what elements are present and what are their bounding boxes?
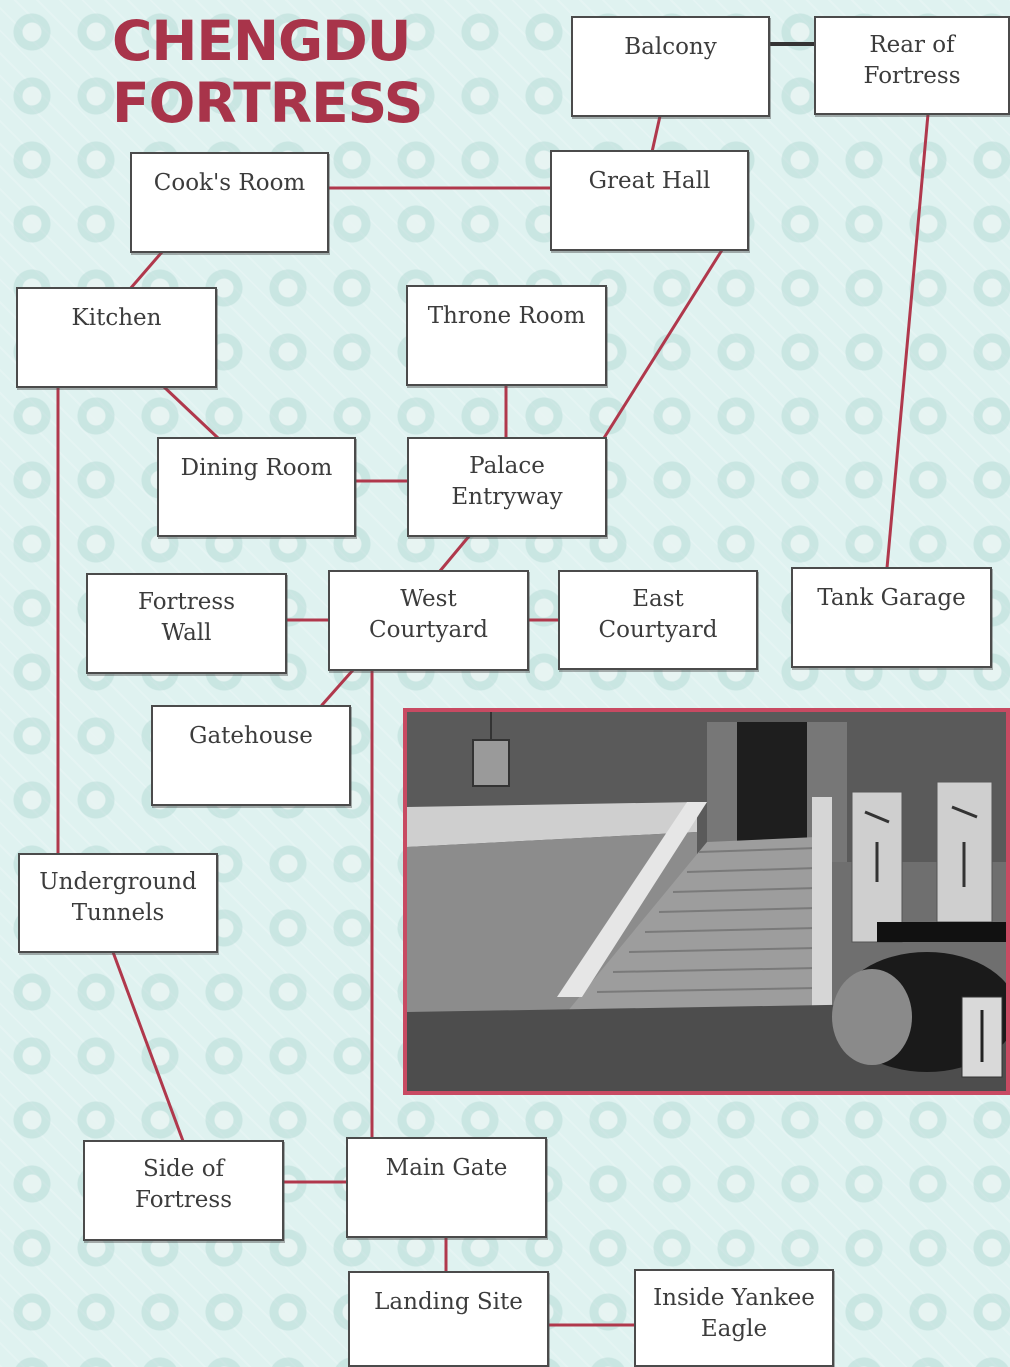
link-balcony-great-hall (650, 114, 662, 154)
room-west-courtyard: West Courtyard (328, 570, 529, 671)
room-great-hall: Great Hall (550, 150, 749, 251)
link-great-hall-palace-entryway (602, 248, 724, 440)
palace-staircase-scene (407, 712, 1006, 1091)
room-dining-room: Dining Room (157, 437, 356, 537)
room-label: Dining Room (180, 455, 333, 481)
room-label: Gatehouse (189, 723, 313, 749)
room-label: Palace Entryway (451, 453, 563, 510)
link-palace-entryway-west-courtyard (438, 533, 472, 573)
link-kitchen-dining-room (161, 384, 220, 440)
room-label: Cook's Room (153, 170, 306, 196)
room-label: Throne Room (427, 303, 586, 329)
room-label: East Courtyard (598, 586, 718, 643)
map-title-line-2: FORTRESS (112, 71, 423, 135)
map-title-line-1: CHENGDU (112, 9, 411, 73)
room-inside-yankee-eagle: Inside Yankee Eagle (634, 1269, 834, 1367)
room-label: Kitchen (71, 305, 162, 331)
room-label: Main Gate (385, 1155, 508, 1181)
room-balcony: Balcony (571, 16, 770, 117)
scene-image (403, 708, 1010, 1095)
room-label: Balcony (624, 34, 717, 60)
room-label: Fortress Wall (138, 589, 235, 646)
room-tank-garage: Tank Garage (791, 567, 992, 668)
room-label: Underground Tunnels (39, 869, 197, 926)
room-east-courtyard: East Courtyard (558, 570, 758, 670)
link-underground-tunnels-side-of-fortress (111, 950, 185, 1143)
room-label: West Courtyard (369, 586, 488, 643)
room-kitchen: Kitchen (16, 287, 217, 388)
room-label: Inside Yankee Eagle (653, 1285, 815, 1342)
room-label: Tank Garage (817, 585, 966, 611)
map-title: CHENGDU FORTRESS (112, 9, 423, 135)
room-label: Rear of Fortress (863, 32, 961, 89)
room-cooks-room: Cook's Room (130, 152, 329, 253)
link-west-courtyard-gatehouse (320, 668, 355, 707)
link-cooks-room-kitchen (128, 250, 164, 291)
link-rear-of-fortress-tank-garage (885, 112, 930, 570)
room-side-of-fortress: Side of Fortress (83, 1140, 284, 1241)
room-landing-site: Landing Site (348, 1271, 549, 1367)
room-underground-tunnels: Underground Tunnels (18, 853, 218, 953)
room-label: Great Hall (588, 168, 711, 194)
room-rear-of-fortress: Rear of Fortress (814, 16, 1010, 115)
room-label: Landing Site (374, 1289, 523, 1315)
room-label: Side of Fortress (135, 1156, 232, 1213)
room-main-gate: Main Gate (346, 1137, 547, 1238)
room-gatehouse: Gatehouse (151, 705, 351, 806)
room-fortress-wall: Fortress Wall (86, 573, 287, 674)
room-throne-room: Throne Room (406, 285, 607, 386)
room-palace-entryway: Palace Entryway (407, 437, 607, 537)
